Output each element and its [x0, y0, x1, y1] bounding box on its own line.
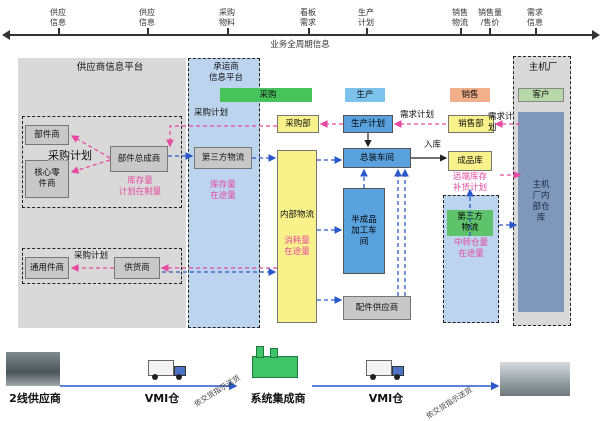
- oem-factory-photo: [500, 362, 570, 396]
- parts-dealer-node[interactable]: 部件商: [25, 125, 69, 145]
- parts-supplier-node[interactable]: 配件供应商: [343, 296, 411, 320]
- purchase-bar-fill: [220, 88, 312, 102]
- supplier-node[interactable]: 供货商: [114, 257, 160, 279]
- oem-warehouse-label: 主机 厂内 部仓 库: [532, 180, 550, 223]
- timeline-label: 采购 物料: [215, 8, 239, 28]
- purchase-bar-label: 采购: [259, 89, 277, 100]
- timeline-label: 供应 信息: [135, 8, 159, 28]
- core-parts-dealer-node[interactable]: 核心零 件商: [25, 160, 69, 198]
- flow-line: [166, 125, 277, 148]
- timeline-label: 生产 计划: [354, 8, 378, 28]
- timeline-label: 供应 信息: [46, 8, 70, 28]
- semi-finished-workshop-node[interactable]: 半成品 加工车 间: [343, 188, 385, 274]
- inbound-label: 入库: [424, 140, 442, 150]
- supplier-inventory-note: 库存量 计划在制量: [118, 176, 162, 197]
- common-parts-dealer-node[interactable]: 通用件商: [25, 257, 69, 279]
- flow-line: [70, 135, 111, 159]
- timeline-axis: [8, 34, 592, 36]
- demand-plan-label-2: 需求计划: [488, 112, 514, 133]
- demand-plan-label: 需求计划: [400, 110, 435, 120]
- finished-warehouse-node[interactable]: 成品库: [448, 151, 492, 171]
- consumption-note: 消耗量 在途量: [284, 236, 310, 257]
- carrier-platform-title: 承运商 信息平台: [208, 62, 243, 83]
- carrier-platform-panel: [188, 58, 260, 328]
- timeline-label: 销售 物流: [448, 8, 472, 28]
- purchase-dept-node[interactable]: 采购部: [277, 115, 319, 133]
- customer-bar: 客户: [518, 88, 564, 102]
- vmi-warehouse-icon: [148, 360, 188, 382]
- tier2-supplier-label: 2线供应商: [9, 392, 61, 405]
- system-integrator-label: 系统集成商: [250, 392, 306, 405]
- vmi-1-label: VMI仓: [144, 392, 180, 405]
- timeline-arrow-right-icon: [592, 30, 600, 40]
- procurement-plan-label-2: 采购计划: [74, 251, 109, 261]
- production-bar: 生产: [345, 88, 385, 102]
- timeline-arrow-left-icon: [2, 30, 10, 40]
- parts-assembler-node[interactable]: 部件总成商: [110, 146, 168, 172]
- internal-logistics-column[interactable]: [277, 150, 317, 323]
- oem-title: 主机厂: [528, 62, 558, 73]
- timeline: 供应 信息 供应 信息 采购 物料 看板 需求 生产 计划 销售 物流 销售量 …: [0, 0, 602, 55]
- replenish-note: 远端库存 补货计划: [452, 172, 487, 193]
- vmi-warehouse-icon-2: [366, 360, 406, 382]
- production-plan-node[interactable]: 生产计划: [343, 115, 393, 133]
- system-integrator-factory-icon: [252, 346, 298, 380]
- timeline-label: 销售量 /售价: [474, 8, 506, 28]
- sales-dept-node[interactable]: 销售部: [448, 115, 494, 133]
- supplier-platform-title: 供应商信息平台: [76, 62, 144, 73]
- procurement-plan-label: 采购计划: [48, 150, 108, 161]
- timeline-label: 看板 需求: [296, 8, 320, 28]
- timeline-label: 需求 信息: [523, 8, 547, 28]
- supplier-group-bottom: [22, 248, 182, 284]
- transfer-note: 中转仓量 在途量: [453, 238, 488, 259]
- flow-line: [70, 159, 111, 174]
- sales-bar: 销售: [450, 88, 490, 102]
- carrier-procurement-plan-label: 采购计划: [194, 108, 229, 118]
- third-party-logistics-node[interactable]: 第三方物流: [194, 147, 252, 169]
- timeline-caption: 业务全周期信息: [270, 40, 330, 50]
- tier2-supplier-photo: [6, 352, 60, 386]
- oem-warehouse-column[interactable]: [518, 112, 564, 312]
- supplier-group-top: [22, 116, 182, 208]
- final-assembly-node[interactable]: 总装车间: [343, 148, 411, 168]
- vmi-2-label: VMI仓: [368, 392, 404, 405]
- carrier-inventory-note: 库存量 在途量: [210, 180, 236, 201]
- internal-logistics-label: 内部物流: [279, 210, 314, 220]
